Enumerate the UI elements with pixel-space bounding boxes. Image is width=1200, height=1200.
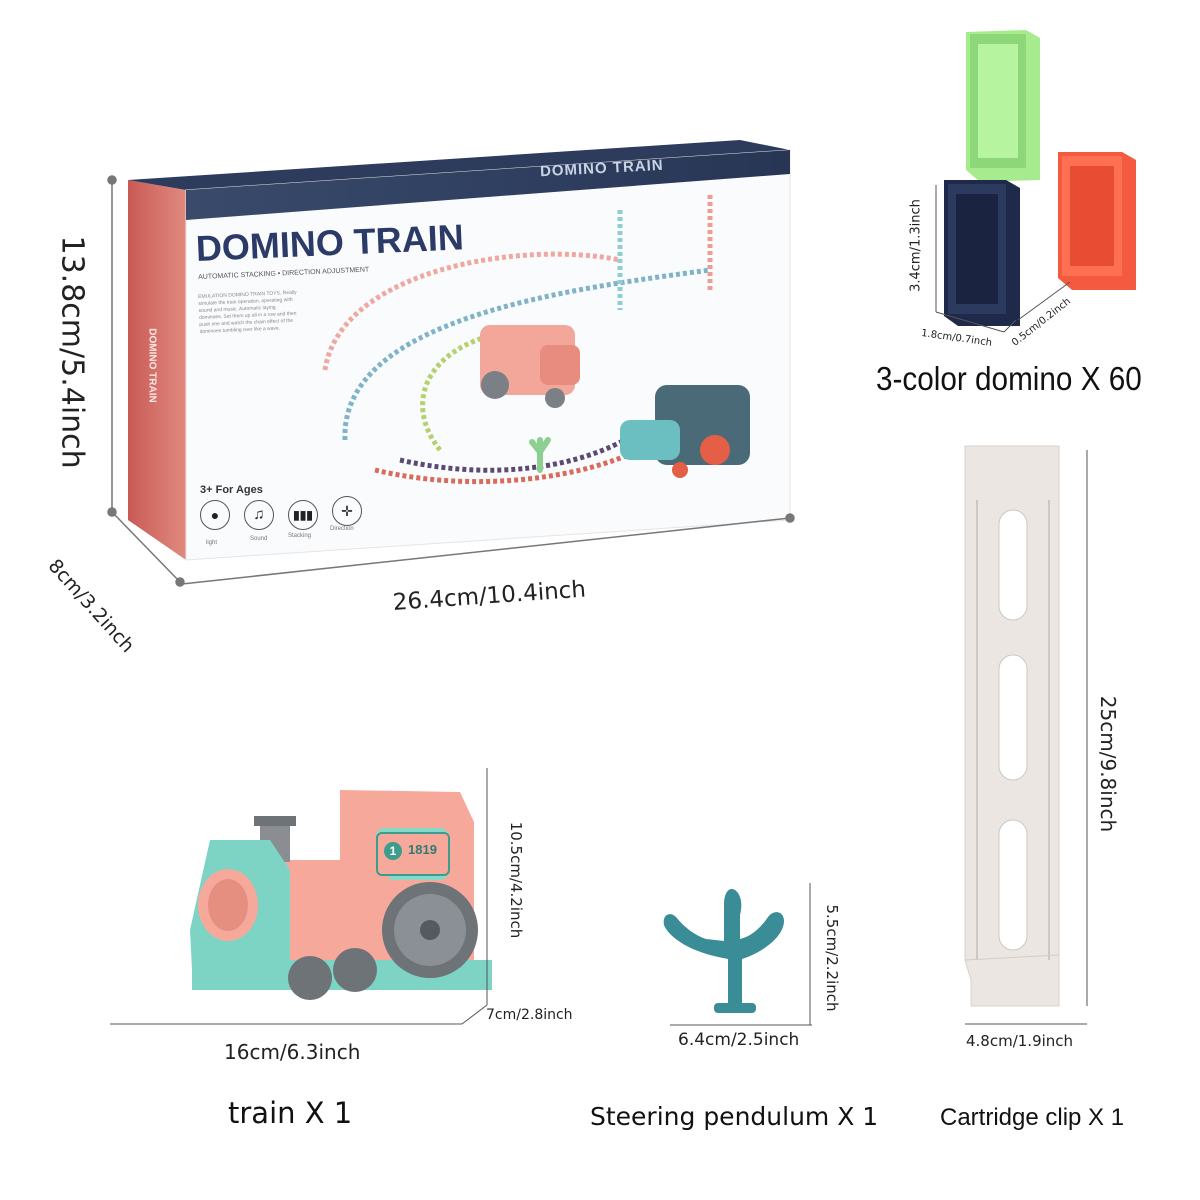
- train-height-label: 10.5cm/4.2inch: [507, 821, 525, 939]
- cartridge-clip-drawing: [964, 445, 1088, 1025]
- train-plate-text: 1819: [408, 842, 437, 857]
- pendulum-height-label: 5.5cm/2.2inch: [823, 904, 841, 1012]
- product-box-drawing: [107, 140, 795, 587]
- pendulum-width-label: 6.4cm/2.5inch: [678, 1030, 800, 1050]
- dominoes: [900, 20, 1200, 360]
- pendulum-caption: Steering pendulum X 1: [590, 1102, 879, 1131]
- train-width-label: 16cm/6.3inch: [224, 1040, 361, 1064]
- clip-width-label: 4.8cm/1.9inch: [966, 1032, 1074, 1050]
- clip-height-label: 25cm/9.8inch: [1096, 695, 1120, 833]
- feature-label-stacking: Stacking: [288, 533, 312, 539]
- train-number-plate: [376, 832, 450, 876]
- dominoes-drawing: [935, 30, 1136, 333]
- music-note-icon: ♫: [244, 500, 274, 530]
- box-description: EMULATION DOMINO TRAIN TOYS, Really simu…: [198, 289, 297, 335]
- feature-label-sound: Sound: [250, 536, 268, 542]
- light-bulb-icon: ●: [200, 500, 230, 530]
- box-height-label: 13.8cm/5.4inch: [54, 235, 90, 469]
- stacking-icon: ▮▮▮: [288, 500, 318, 530]
- domino-caption: 3-color domino X 60: [876, 360, 1142, 397]
- train-plate-number: 1: [384, 842, 402, 860]
- train-depth-label: 7cm/2.8inch: [486, 1007, 573, 1023]
- cartridge-clip: [955, 440, 1095, 1030]
- steering-pendulum-drawing: [663, 883, 812, 1026]
- box-ages: 3+ For Ages: [200, 484, 263, 496]
- domino-height-label: 3.4cm/1.3inch: [908, 199, 924, 292]
- steering-pendulum: [650, 875, 830, 1030]
- feature-label-light: light: [206, 540, 218, 546]
- direction-icon: ✛: [332, 496, 362, 526]
- box-feature-icons: ● light ♫ Sound ▮▮▮ Stacking ✛ Direction: [200, 496, 370, 550]
- train-caption: train X 1: [228, 1096, 353, 1130]
- clip-caption: Cartridge clip X 1: [940, 1104, 1125, 1131]
- product-box: [100, 140, 820, 600]
- feature-label-direction: Direction: [330, 526, 354, 532]
- box-side-title: DOMINO TRAIN: [146, 328, 158, 403]
